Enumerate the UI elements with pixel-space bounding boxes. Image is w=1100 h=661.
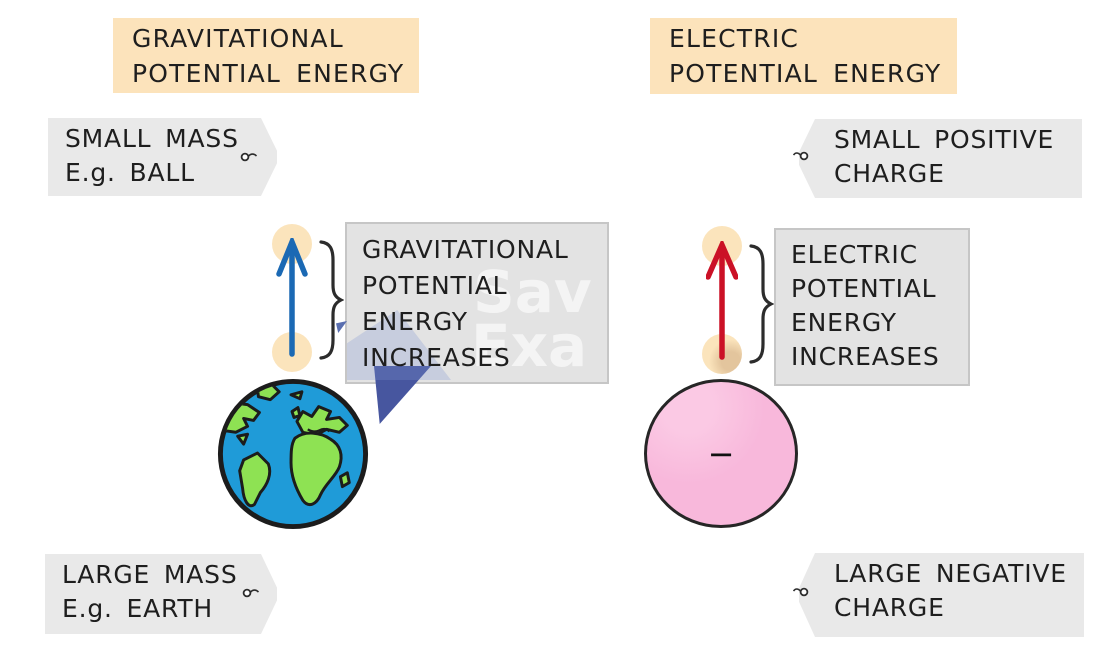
tag-hole-icon (793, 587, 809, 597)
gravity-up-arrow-icon (276, 238, 308, 357)
gravitational-increase-line2: POTENTIAL (362, 271, 508, 300)
electric-increase-line4: INCREASES (791, 342, 940, 371)
minus-sign: − (707, 434, 735, 473)
tag-hole-icon (240, 152, 258, 162)
electric-increase-line2: POTENTIAL (791, 274, 937, 303)
gravitational-increase-line4: INCREASES (362, 343, 511, 372)
electric-title-box: ELECTRIC POTENTIAL ENERGY (650, 18, 957, 94)
gravitational-title-box: GRAVITATIONAL POTENTIAL ENERGY (113, 18, 419, 93)
large-mass-tag-line1: LARGE MASS (62, 560, 238, 589)
electric-increase-label: ELECTRIC POTENTIAL ENERGY INCREASES (774, 228, 970, 386)
negative-charge-circle: − (644, 379, 798, 528)
gravitational-increase-line1: GRAVITATIONAL (362, 235, 569, 264)
large-negative-charge-tag: LARGE NEGATIVE CHARGE (799, 553, 1084, 637)
electric-increase-line1: ELECTRIC (791, 240, 918, 269)
small-positive-charge-tag: SMALL POSITIVE CHARGE (799, 119, 1082, 198)
tag-hole-icon (242, 588, 260, 598)
curly-brace-icon (319, 240, 344, 360)
electric-title-line2: POTENTIAL ENERGY (669, 59, 942, 88)
curly-brace-icon (749, 244, 774, 364)
tag-hole-icon (793, 151, 809, 161)
electric-increase-line3: ENERGY (791, 308, 897, 337)
earth-illustration (217, 378, 369, 530)
gravitational-title-line1: GRAVITATIONAL (132, 24, 344, 53)
small-positive-charge-line2: CHARGE (834, 159, 945, 188)
watermark-bolt-small-icon (336, 321, 347, 333)
large-mass-tag-line2: E.g. EARTH (62, 594, 214, 623)
large-mass-tag: LARGE MASS E.g. EARTH (45, 554, 277, 634)
small-mass-tag-line2: E.g. BALL (65, 158, 195, 187)
electric-up-arrow-icon (706, 241, 738, 360)
small-positive-charge-line1: SMALL POSITIVE (834, 125, 1055, 154)
large-negative-charge-line1: LARGE NEGATIVE (834, 559, 1067, 588)
gravitational-increase-label: Sav Exa GRAVITATIONAL POTENTIAL ENERGY I… (345, 222, 609, 384)
large-negative-charge-line2: CHARGE (834, 593, 945, 622)
electric-title-line1: ELECTRIC (669, 24, 800, 53)
small-mass-tag-line1: SMALL MASS (65, 124, 239, 153)
gravitational-increase-line3: ENERGY (362, 307, 468, 336)
small-mass-tag: SMALL MASS E.g. BALL (48, 118, 277, 196)
gravitational-title-line2: POTENTIAL ENERGY (132, 59, 405, 88)
